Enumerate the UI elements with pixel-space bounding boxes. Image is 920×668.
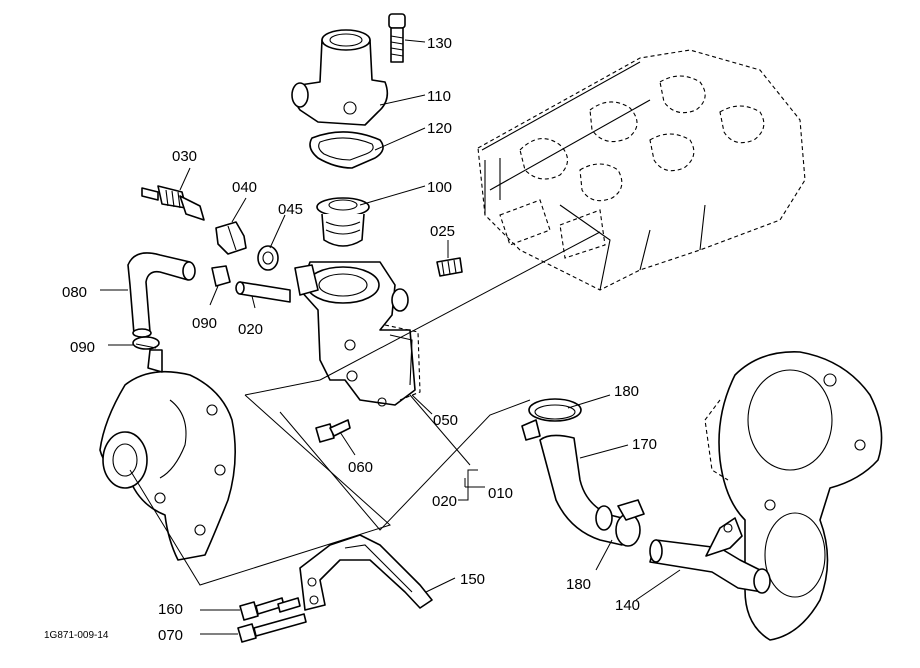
clamp-180-upper: [521, 398, 582, 441]
label-020-pipe: 020: [238, 321, 263, 338]
pipe-020: [235, 281, 291, 303]
label-050: 050: [433, 412, 458, 429]
label-080: 080: [62, 284, 87, 301]
bolt-130: [388, 13, 406, 63]
water-pump-outline: [99, 349, 236, 561]
clamp-090-upper: [211, 265, 231, 287]
housing-gasket-050: [384, 324, 421, 401]
bolt-070: [237, 613, 307, 643]
label-060: 060: [348, 459, 373, 476]
label-180-upper: 180: [614, 383, 639, 400]
label-100: 100: [427, 179, 452, 196]
hose-080: [127, 252, 196, 338]
thermostat-cover-110: [291, 29, 389, 126]
bracket-150: [299, 534, 433, 611]
plug-025: [436, 257, 463, 277]
label-150: 150: [460, 571, 485, 588]
clamp-180-lower: [595, 499, 645, 547]
leader-lines: [100, 39, 681, 635]
label-045: 045: [278, 201, 303, 218]
label-140: 140: [615, 597, 640, 614]
clamp-090-lower: [132, 336, 160, 350]
label-110: 110: [427, 88, 451, 105]
water-pipe-140: [649, 517, 771, 594]
label-030: 030: [172, 148, 197, 165]
drawing-code: 1G871-009-14: [44, 630, 109, 641]
label-010: 010: [488, 485, 513, 502]
gear-case-outline: [704, 351, 883, 641]
label-090-upper: 090: [192, 315, 217, 332]
gasket-120: [309, 131, 384, 169]
label-070: 070: [158, 627, 183, 644]
gasket-045: [257, 245, 279, 271]
engine-block-outline: [477, 49, 806, 291]
label-170: 170: [632, 436, 657, 453]
thermostat-100: [316, 197, 370, 247]
label-180-lower: 180: [566, 576, 591, 593]
label-020-housing: 020: [432, 493, 457, 510]
union-040: [215, 221, 247, 255]
bolt-060: [315, 419, 351, 443]
thermostat-housing-020: [294, 261, 416, 407]
bolt-160: [239, 597, 301, 621]
label-025: 025: [430, 223, 455, 240]
label-040: 040: [232, 179, 257, 196]
label-120: 120: [427, 120, 452, 137]
sensor-030: [141, 185, 205, 221]
assembly-reference-lines: [129, 231, 601, 586]
label-160: 160: [158, 601, 183, 618]
label-090-lower: 090: [70, 339, 95, 356]
label-130: 130: [427, 35, 452, 52]
